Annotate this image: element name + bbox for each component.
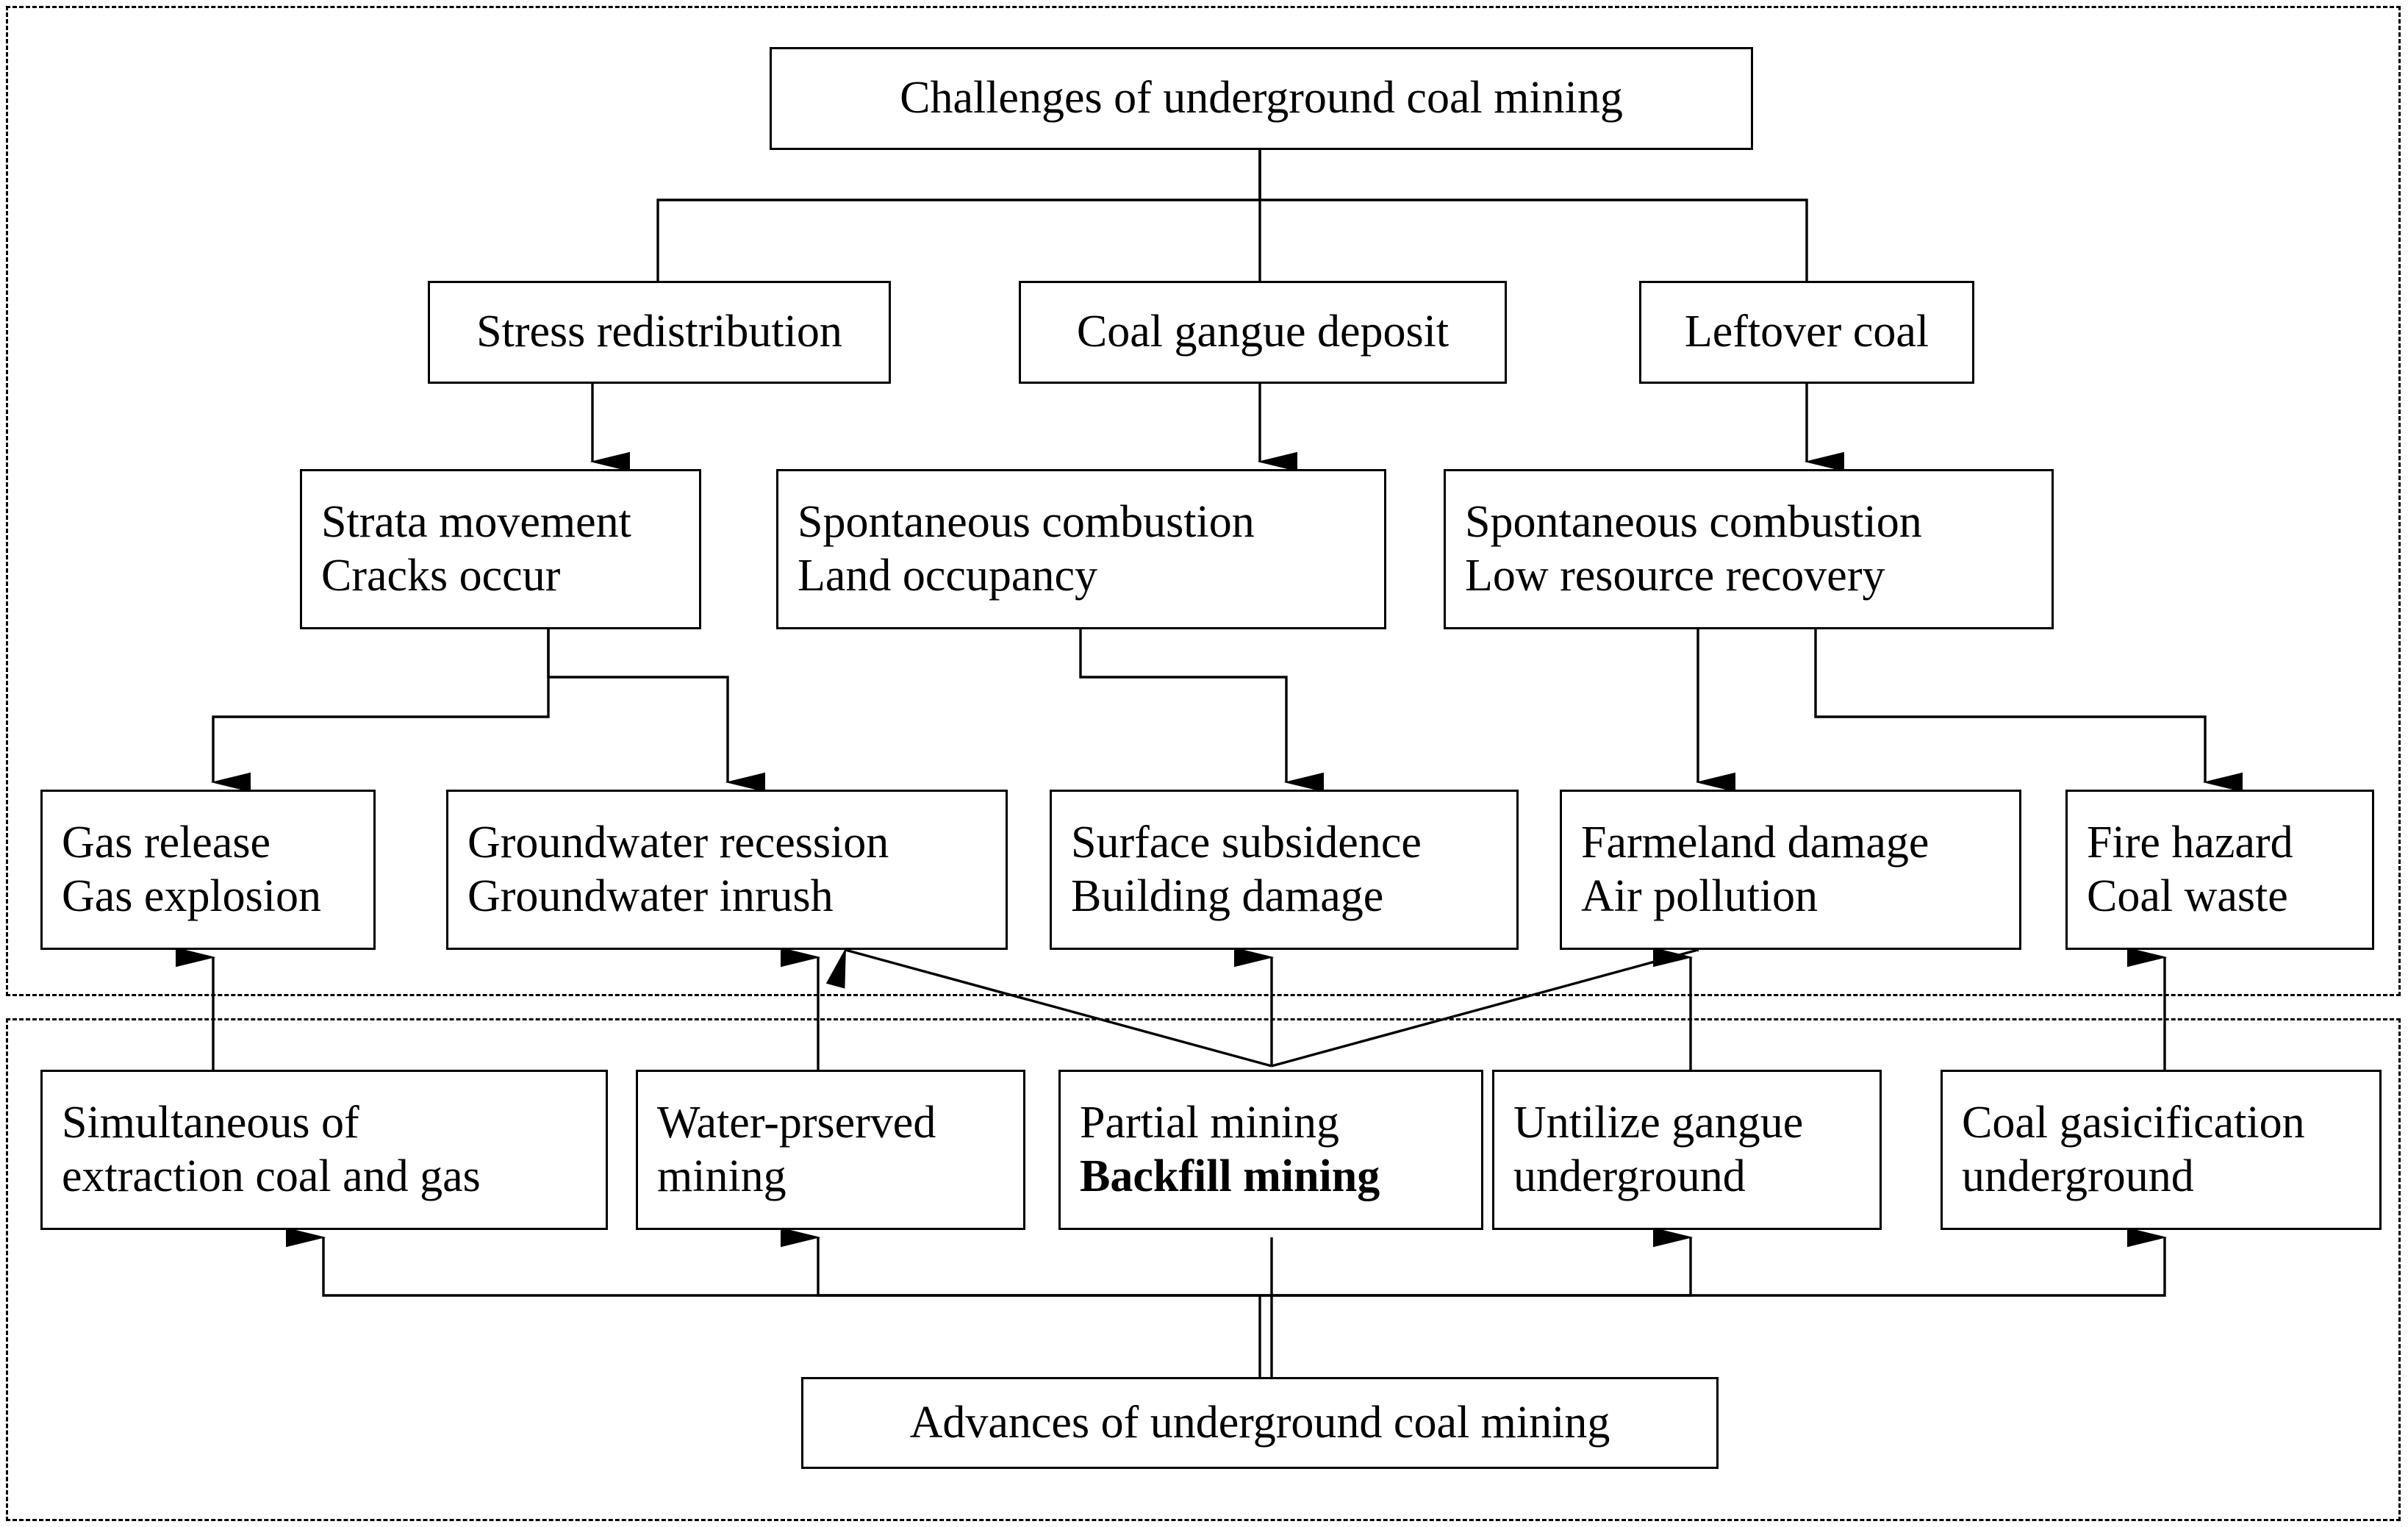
edge-advances-to-water: [781, 1227, 1260, 1297]
node-advances-root[interactable]: Advances of underground coal mining: [801, 1377, 1719, 1469]
node-untilize-gangue-underground-line-1: underground: [1513, 1151, 1746, 1201]
node-stress-redistribution[interactable]: Stress redistribution: [428, 281, 891, 384]
edge-advances-to-gasicification: [1260, 1227, 2168, 1297]
edge-partial-to-farmeland: [1271, 911, 1699, 1068]
node-groundwater-recession-line-0: Groundwater recession: [467, 817, 889, 868]
node-farmeland-damage-line-0: Farmeland damage: [1581, 817, 1929, 868]
node-coal-gangue-deposit[interactable]: Coal gangue deposit: [1019, 281, 1507, 384]
node-coal-gangue-deposit-line-0: Coal gangue deposit: [1076, 307, 1450, 357]
node-advances-root-line-0: Advances of underground coal mining: [909, 1397, 1610, 1448]
node-farmeland-damage-line-1: Air pollution: [1581, 871, 1818, 921]
node-coal-gasicification-underground-line-1: underground: [1962, 1151, 2194, 1201]
edge-spontaneous-land-to-surface: [1079, 629, 1324, 793]
node-water-preserved-mining-line-0: Water-prserved: [657, 1097, 936, 1148]
node-surface-subsidence-line-1: Building damage: [1071, 871, 1384, 921]
edge-strata-to-groundwater: [547, 629, 765, 793]
edge-partial-to-groundwater: [825, 947, 1272, 1068]
node-surface-subsidence-line-0: Surface subsidence: [1071, 817, 1422, 868]
edge-strata-to-gas-release: [210, 629, 550, 793]
edge-advances-to-untilize: [1260, 1227, 1694, 1297]
node-fire-hazard-line-1: Coal waste: [2087, 871, 2288, 921]
node-water-preserved-mining-line-1: mining: [657, 1151, 786, 1201]
node-groundwater-recession-line-1: Groundwater inrush: [467, 871, 834, 921]
edge-challenges-to-leftover: [1258, 150, 1844, 363]
node-fire-hazard-line-0: Fire hazard: [2087, 817, 2293, 868]
node-stress-redistribution-line-0: Stress redistribution: [476, 307, 842, 357]
node-simultaneous-extraction-line-1: extraction coal and gas: [62, 1151, 481, 1201]
node-strata-movement-line-0: Strata movement: [321, 496, 631, 547]
node-challenges-root-line-0: Challenges of underground coal mining: [900, 73, 1623, 124]
node-leftover-coal[interactable]: Leftover coal: [1639, 281, 1974, 384]
node-spontaneous-combustion-land-line-0: Spontaneous combustion: [798, 496, 1255, 547]
node-coal-gasicification-underground-line-0: Coal gasicification: [1962, 1097, 2305, 1148]
node-partial-backfill-mining-line-1: Backfill mining: [1080, 1151, 1380, 1201]
node-spontaneous-combustion-recovery-line-1: Low resource recovery: [1465, 551, 1885, 601]
node-gas-release-line-0: Gas release: [62, 817, 270, 868]
node-spontaneous-combustion-recovery-line-0: Spontaneous combustion: [1465, 496, 1922, 547]
edge-spontaneous-recovery-to-fire: [1814, 629, 2243, 793]
node-spontaneous-combustion-land-line-1: Land occupancy: [798, 551, 1097, 601]
node-strata-movement-line-1: Cracks occur: [321, 551, 561, 601]
node-gas-release-line-1: Gas explosion: [62, 871, 322, 921]
node-simultaneous-extraction-line-0: Simultaneous of: [62, 1097, 359, 1148]
edge-advances-to-simultaneous: [286, 1227, 1261, 1377]
node-leftover-coal-line-0: Leftover coal: [1684, 307, 1929, 357]
node-partial-backfill-mining-line-0: Partial mining: [1080, 1097, 1340, 1148]
node-untilize-gangue-underground-line-0: Untilize gangue: [1513, 1097, 1804, 1148]
node-challenges-root[interactable]: Challenges of underground coal mining: [770, 47, 1753, 150]
